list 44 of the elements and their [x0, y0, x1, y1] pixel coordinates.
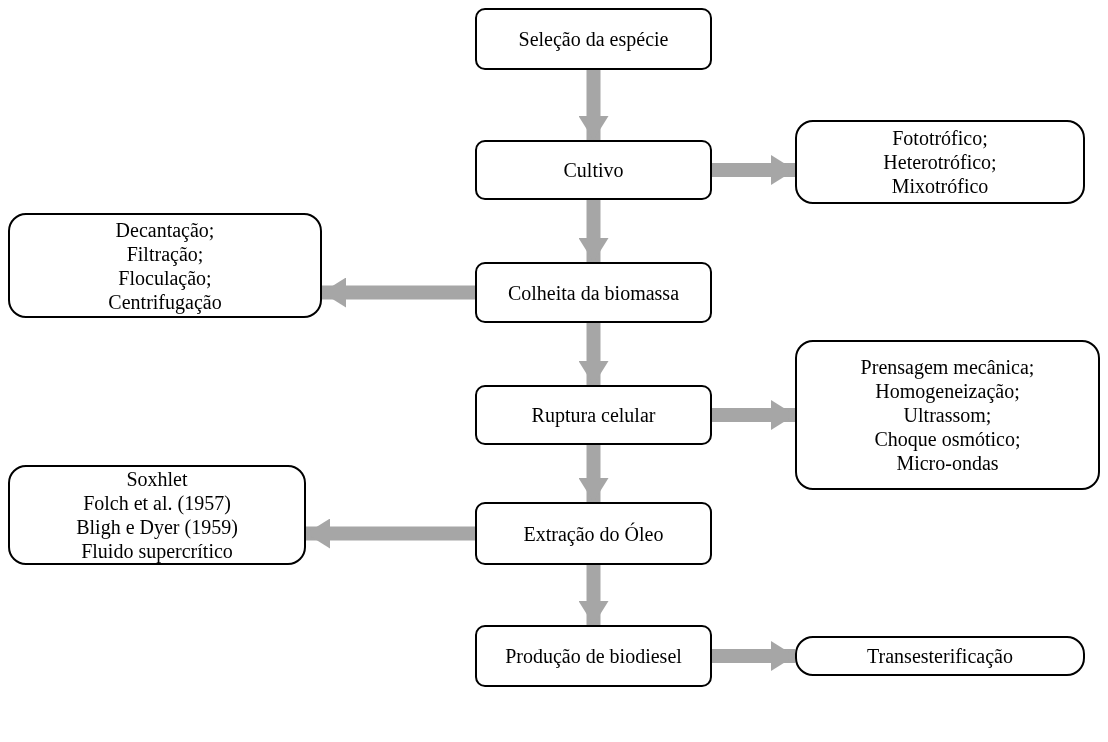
box-text: Ultrassom;: [903, 403, 992, 427]
method-list-box: [8, 213, 322, 318]
block-arrow: [578, 70, 609, 140]
block-arrow: [712, 400, 795, 430]
method-list-box: [795, 636, 1085, 676]
box-text: Folch et al. (1957): [83, 491, 231, 515]
box-text: Heterotrófico;: [883, 150, 997, 174]
box-text: Soxhlet: [126, 467, 188, 491]
block-arrow: [712, 155, 795, 185]
box-text: Fototrófico;: [892, 126, 988, 150]
process-box: [475, 140, 712, 200]
process-box: [475, 8, 712, 70]
box-text: Choque osmótico;: [874, 427, 1021, 451]
block-arrow: [322, 277, 475, 308]
box-text: Produção de biodiesel: [505, 644, 682, 668]
box-text: Extração do Óleo: [523, 521, 664, 546]
process-box: [475, 625, 712, 687]
process-box: [475, 502, 712, 565]
process-box: [475, 385, 712, 445]
block-arrow: [578, 445, 609, 502]
box-text: Colheita da biomassa: [507, 280, 680, 305]
method-list-box: [795, 340, 1100, 490]
box-text: Transesterificação: [867, 644, 1013, 668]
block-arrow: [306, 518, 475, 549]
box-text: Fluido supercrítico: [81, 539, 233, 563]
method-list-box: [8, 465, 306, 565]
box-text: Decantação;: [115, 217, 215, 242]
box-text: Homogeneização;: [875, 379, 1020, 403]
block-arrow: [578, 200, 609, 262]
box-text: Floculação;: [118, 266, 212, 290]
box-text: Cultivo: [563, 158, 624, 182]
box-text: Prensagem mecânica;: [860, 355, 1035, 379]
box-text: Micro-ondas: [896, 451, 999, 475]
block-arrow: [578, 323, 609, 385]
box-text: Centrifugação: [108, 290, 222, 314]
box-text: Ruptura celular: [531, 403, 656, 427]
block-arrow: [578, 565, 609, 625]
box-text: Filtração;: [126, 242, 204, 266]
block-arrow: [712, 641, 795, 671]
process-box: [475, 262, 712, 323]
method-list-box: [795, 120, 1085, 204]
box-text: Bligh e Dyer (1959): [76, 515, 238, 539]
box-text: Mixotrófico: [891, 174, 989, 198]
box-text: Seleção da espécie: [518, 27, 669, 51]
